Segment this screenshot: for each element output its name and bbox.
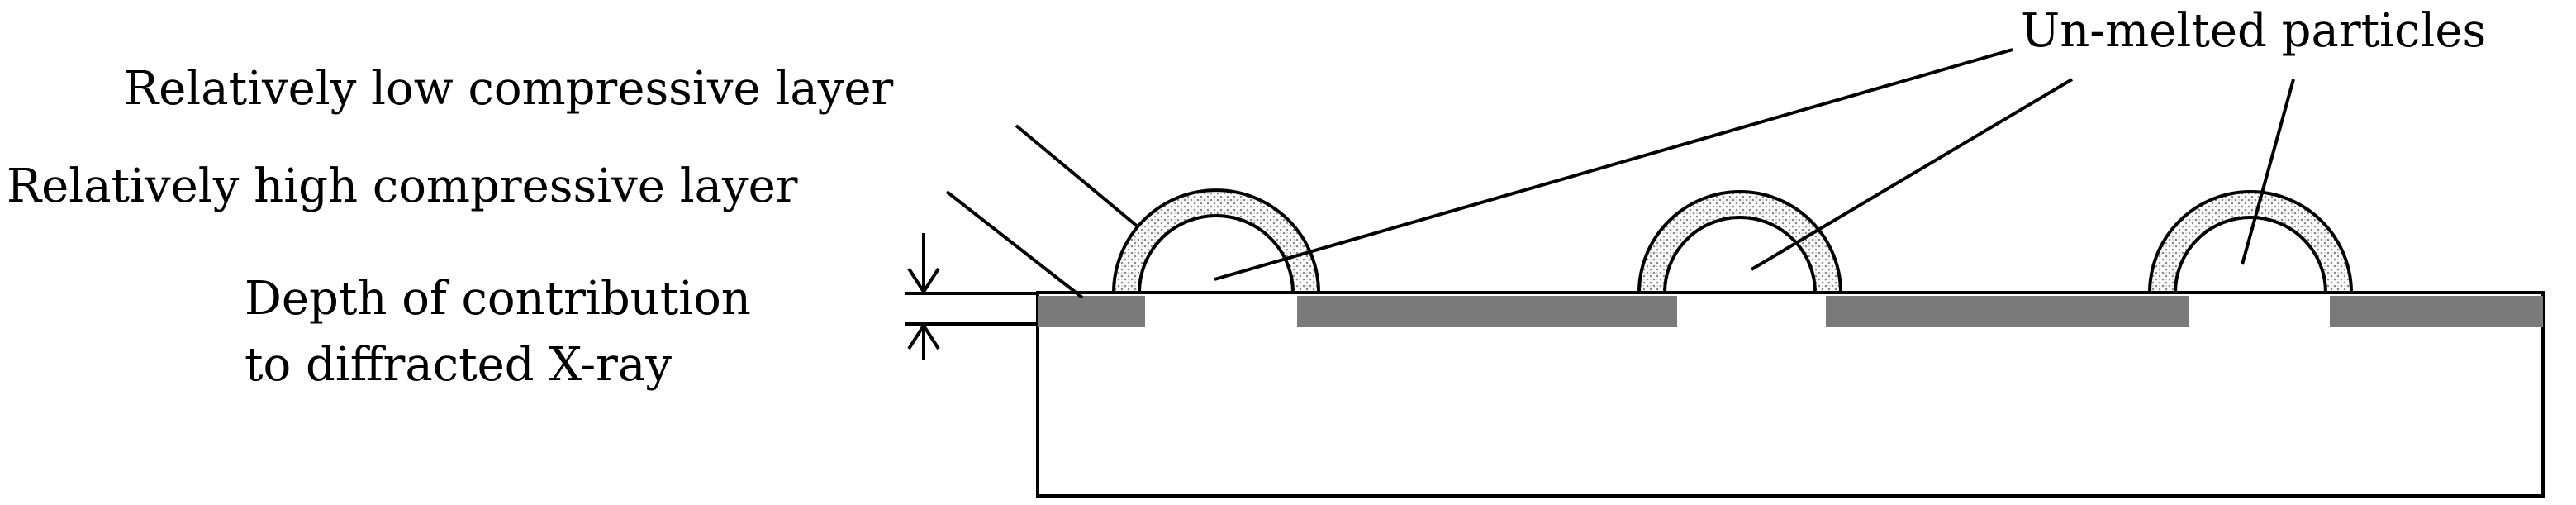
label-high-compressive-layer: Relatively high compressive layer: [7, 160, 798, 213]
depth-dimension: [905, 233, 1038, 360]
leader-high-layer: [945, 190, 1084, 299]
particle-2: [1637, 190, 1843, 294]
low-layer-shell-2: [1637, 190, 1843, 294]
leader-particle-1: [1214, 48, 2013, 281]
depth-arrowhead-top: [907, 267, 940, 295]
leader-particle-2: [1750, 78, 2074, 271]
particle-3: [2147, 190, 2354, 294]
particle-1: [1111, 188, 1321, 294]
high-compressive-layer: [1038, 296, 2543, 327]
label-depth-line-1: Depth of contribution: [245, 272, 751, 326]
high-layer-segment-3: [1826, 296, 2189, 327]
low-layer-shell-1: [1111, 188, 1321, 294]
depth-arrowhead-bottom: [907, 322, 940, 350]
leader-lines: [945, 48, 2295, 299]
low-layer-shell-3: [2147, 190, 2354, 294]
label-low-compressive-layer: Relatively low compressive layer: [124, 62, 893, 116]
high-layer-segment-1: [1038, 296, 1145, 327]
substrate: [1036, 291, 2545, 498]
high-layer-segment-4: [2330, 296, 2543, 327]
leader-particle-3: [2241, 79, 2295, 265]
leader-low-layer: [1015, 124, 1140, 229]
label-depth-line-2: to diffracted X-ray: [245, 338, 672, 392]
label-unmelted-particles: Un-melted particles: [2021, 4, 2486, 58]
high-layer-segment-2: [1297, 296, 1677, 327]
